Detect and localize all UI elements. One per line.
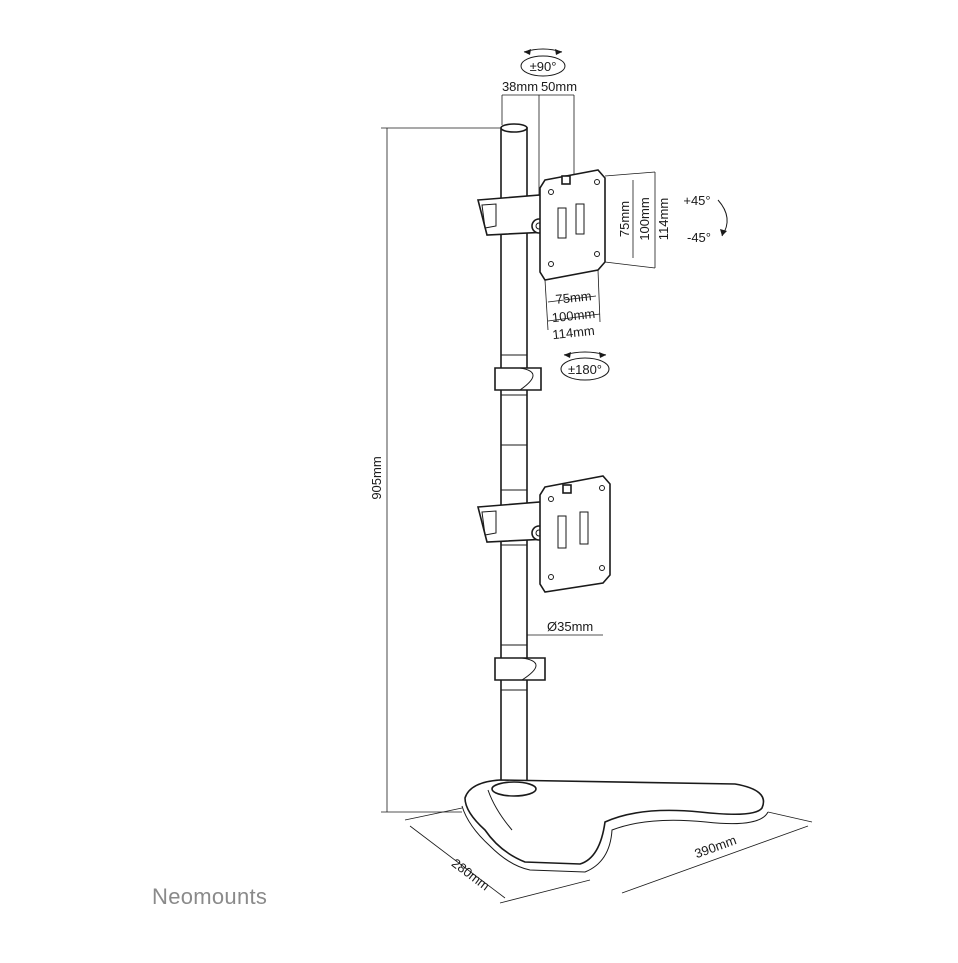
cable-clip-upper bbox=[494, 367, 542, 391]
tilt-down-label: -45° bbox=[687, 230, 711, 245]
base bbox=[461, 779, 769, 873]
offset-b-label: 50mm bbox=[541, 79, 577, 94]
rotate-indicator: ±90° bbox=[520, 48, 566, 77]
height-dimension: 905mm bbox=[369, 127, 500, 813]
tilt-up-label: +45° bbox=[683, 193, 710, 208]
offset-dimension: 38mm 50mm bbox=[501, 79, 577, 205]
vesa-v-100-label: 100mm bbox=[637, 197, 652, 240]
vesa-h-114-label: 114mm bbox=[552, 323, 596, 342]
vesa-vertical-dimension: 75mm 100mm 114mm bbox=[604, 171, 671, 269]
base-width-dimension: 390mm bbox=[621, 811, 813, 894]
vesa-v-114-label: 114mm bbox=[656, 198, 671, 240]
vesa-h-100-label: 100mm bbox=[551, 306, 596, 325]
vesa-horizontal-dimension: 75mm 100mm 114mm bbox=[544, 269, 601, 342]
vesa-h-75-label: 75mm bbox=[555, 288, 592, 307]
pole-diameter-dimension: Ø35mm bbox=[527, 619, 603, 636]
vesa-v-75-label: 75mm bbox=[617, 201, 632, 237]
rotate-label: ±90° bbox=[530, 59, 557, 74]
swivel-label: ±180° bbox=[568, 362, 602, 377]
offset-a-label: 38mm bbox=[502, 79, 538, 94]
brand-logo: Neomounts bbox=[152, 884, 268, 909]
tilt-indicator: +45° -45° bbox=[683, 193, 728, 245]
cable-clip-lower bbox=[494, 657, 546, 681]
height-label: 905mm bbox=[369, 456, 384, 499]
upper-mount bbox=[476, 169, 606, 281]
base-width-label: 390mm bbox=[693, 832, 739, 861]
pole-diameter-label: Ø35mm bbox=[547, 619, 593, 634]
base-depth-label: 280mm bbox=[449, 855, 493, 893]
lower-mount bbox=[476, 475, 611, 593]
swivel-indicator: ±180° bbox=[560, 351, 610, 381]
